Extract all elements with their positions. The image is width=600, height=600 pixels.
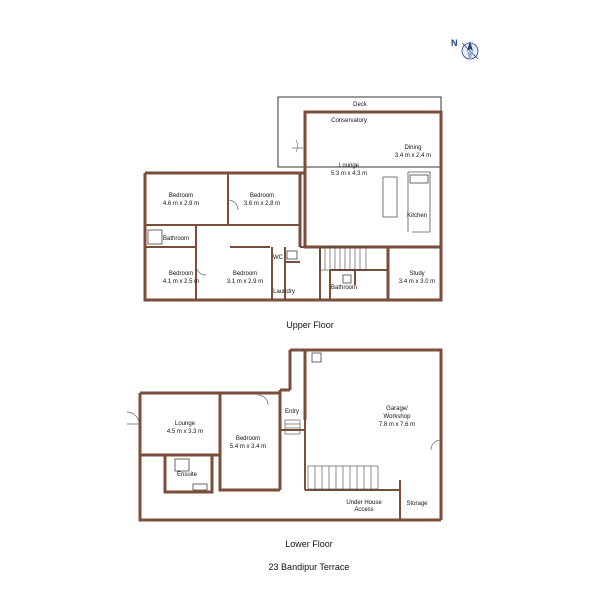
lower-floor-caption: Lower Floor — [285, 539, 333, 549]
room-label-wc: WC — [273, 255, 284, 261]
dining-table — [382, 176, 398, 218]
room-label-ensuite: Ensuite — [177, 472, 198, 478]
room-label-dining: Dining — [404, 145, 421, 151]
room-label-storage: Storage — [406, 501, 428, 507]
compass-north-label: N — [451, 38, 458, 48]
address-caption: 23 Bandipur Terrace — [269, 562, 350, 572]
kitchen-counter — [407, 171, 431, 233]
room-label-underhouse-access: Access — [354, 507, 373, 513]
room-label-underhouse: Under House — [346, 500, 382, 506]
upper-stairs — [319, 246, 367, 271]
ensuite-wall — [163, 455, 214, 494]
garage-wall — [303, 348, 443, 520]
toilet-icon — [311, 352, 322, 363]
room-label-study: Study — [409, 271, 424, 277]
room-label-bedroom-4: Bedroom — [233, 271, 257, 277]
room-label-kitchen: Kitchen — [407, 213, 427, 219]
lower-outer-wall — [138, 455, 441, 522]
door-swing-icon — [227, 199, 239, 211]
toilet-icon — [342, 274, 352, 284]
left-wing-wall — [143, 171, 388, 302]
room-size-bedroom-3: 4.1 m x 2.5 m — [163, 279, 199, 285]
underhouse-stairs — [307, 465, 379, 490]
room-label-entry: Entry — [285, 409, 299, 415]
upper-floor-caption: Upper Floor — [286, 320, 334, 330]
door-swing-icon — [430, 439, 442, 451]
upper-floor-plan: Deck Conservatory Dining 3.4 m x 2.4 m L… — [143, 96, 443, 330]
shower-icon — [174, 458, 190, 472]
entry-stairs — [284, 419, 301, 435]
kitchen-sink-icon — [409, 174, 429, 184]
room-label-bathroom-left: Bathroom — [163, 236, 189, 242]
bathtub-icon — [147, 229, 163, 245]
room-label-bedroom-3: Bedroom — [169, 271, 193, 277]
entry-wall — [278, 348, 305, 490]
room-size-bedroom-lower: 5.4 m x 3.4 m — [230, 444, 266, 450]
room-label-laundry: Laundry — [273, 289, 295, 295]
room-size-lounge-lower: 4.5 m x 3.3 m — [167, 429, 203, 435]
room-label-bedroom-1: Bedroom — [169, 193, 193, 199]
compass-icon: N — [451, 38, 479, 61]
door-swing-icon — [126, 411, 140, 425]
room-size-bedroom-1: 4.6 m x 2.8 m — [163, 201, 199, 207]
room-label-bedroom-2: Bedroom — [250, 193, 274, 199]
room-label-deck: Deck — [353, 102, 368, 108]
room-label-workshop: Workshop — [384, 414, 412, 420]
lower-floor-plan: Lounge 4.5 m x 3.3 m Bedroom 5.4 m x 3.4… — [126, 348, 443, 549]
room-size-lounge: 5.3 m x 4.3 m — [331, 171, 367, 177]
room-size-study: 3.4 m x 3.0 m — [399, 279, 435, 285]
room-label-garage: Garage/ — [386, 406, 408, 412]
wc-toilet-icon — [286, 250, 298, 260]
vanity-icon — [192, 483, 208, 491]
room-label-lounge: Lounge — [339, 163, 360, 169]
room-size-dining: 3.4 m x 2.4 m — [395, 153, 431, 159]
room-label-bathroom-mid: Bathroom — [331, 285, 357, 291]
room-label-bedroom-lower: Bedroom — [236, 436, 260, 442]
lower-bedroom-wall — [138, 391, 280, 492]
room-size-bedroom-2: 3.6 m x 2.8 m — [244, 201, 280, 207]
room-size-garage: 7.8 m x 7.6 m — [379, 422, 415, 428]
door-swing-icon — [195, 264, 207, 276]
room-label-conservatory: Conservatory — [331, 118, 367, 124]
lounge-block-wall — [303, 110, 443, 249]
door-swing-icon — [257, 394, 269, 406]
room-size-bedroom-4: 3.1 m x 2.9 m — [227, 279, 263, 285]
door-swing-icon — [292, 139, 303, 153]
study-wall — [386, 245, 443, 302]
room-label-lounge-lower: Lounge — [175, 421, 196, 427]
lower-interior-walls — [280, 420, 401, 520]
